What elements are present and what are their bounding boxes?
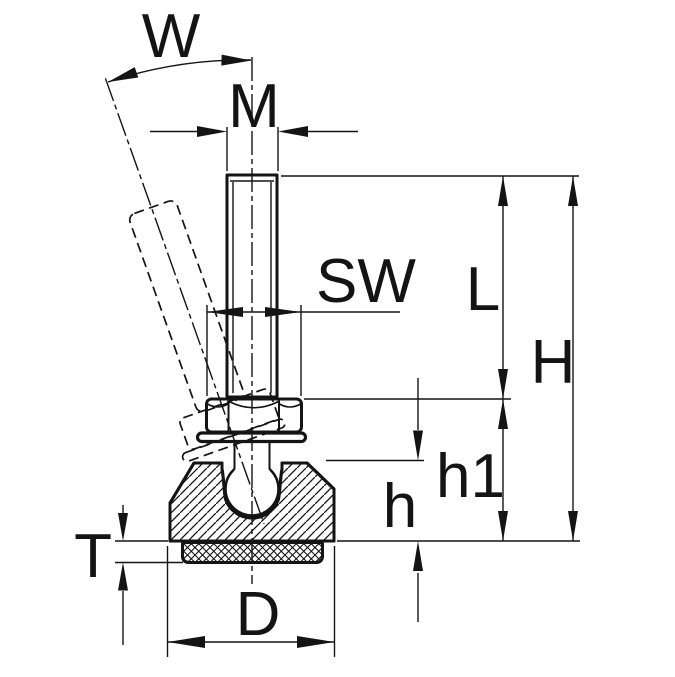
base-outline-stroke bbox=[168, 461, 336, 543]
stud-neck-edges bbox=[233, 440, 271, 470]
m-arrow-left bbox=[197, 126, 227, 137]
h-overall-arrow-top bbox=[568, 176, 578, 206]
m-label: M bbox=[228, 72, 280, 141]
t-dimension: T bbox=[74, 505, 183, 645]
w-arrow-right bbox=[221, 54, 252, 66]
sw-extension-lines bbox=[206, 305, 302, 396]
base-hatching bbox=[170, 463, 334, 541]
h-overall-arrow-bottom bbox=[568, 511, 578, 541]
t-label: T bbox=[74, 522, 112, 591]
phantom-centerline bbox=[104, 78, 265, 525]
thread-lines bbox=[232, 182, 272, 393]
t-arrow-bottom bbox=[118, 562, 128, 591]
sw-dimension: SW bbox=[206, 247, 416, 396]
h-overall-dimension: H bbox=[531, 176, 578, 541]
w-angle-dimension: W bbox=[107, 2, 252, 83]
sw-label: SW bbox=[316, 247, 416, 316]
h1-arrow-top bbox=[498, 399, 508, 429]
l-dimension: L bbox=[466, 176, 508, 399]
sw-arrow-left bbox=[207, 307, 243, 317]
w-label: W bbox=[142, 2, 201, 71]
t-arrow-top bbox=[118, 513, 128, 541]
l-arrow-top bbox=[498, 176, 508, 206]
d-label: D bbox=[236, 580, 281, 649]
h-label: h bbox=[383, 472, 417, 541]
w-arrow-left bbox=[108, 67, 139, 82]
t-reference-lines bbox=[115, 540, 183, 564]
d-arrow-right bbox=[297, 636, 335, 648]
m-arrow-right bbox=[278, 126, 308, 137]
nut-chamfer-arcs bbox=[206, 400, 302, 409]
h-overall-label: H bbox=[531, 328, 576, 397]
l-label: L bbox=[466, 255, 500, 324]
nut-face-lines bbox=[227, 399, 280, 433]
h-dimension: h bbox=[383, 378, 423, 622]
l-arrow-bottom bbox=[498, 369, 508, 399]
d-arrow-left bbox=[167, 636, 205, 648]
phantom-tilted-stud bbox=[104, 78, 286, 525]
rubber-pad bbox=[181, 541, 324, 564]
d-extension-lines bbox=[166, 546, 336, 657]
h-arrow-top bbox=[413, 430, 423, 461]
m-extension-lines bbox=[226, 127, 279, 171]
m-dimension: M bbox=[150, 72, 358, 171]
h1-dimension: h1 bbox=[436, 399, 508, 541]
h1-label: h1 bbox=[436, 442, 505, 511]
h1-arrow-bottom bbox=[498, 511, 508, 541]
h-arrow-bottom bbox=[413, 541, 423, 571]
sw-arrow-right bbox=[265, 307, 301, 317]
base-body bbox=[168, 461, 336, 543]
d-dimension: D bbox=[166, 546, 336, 657]
